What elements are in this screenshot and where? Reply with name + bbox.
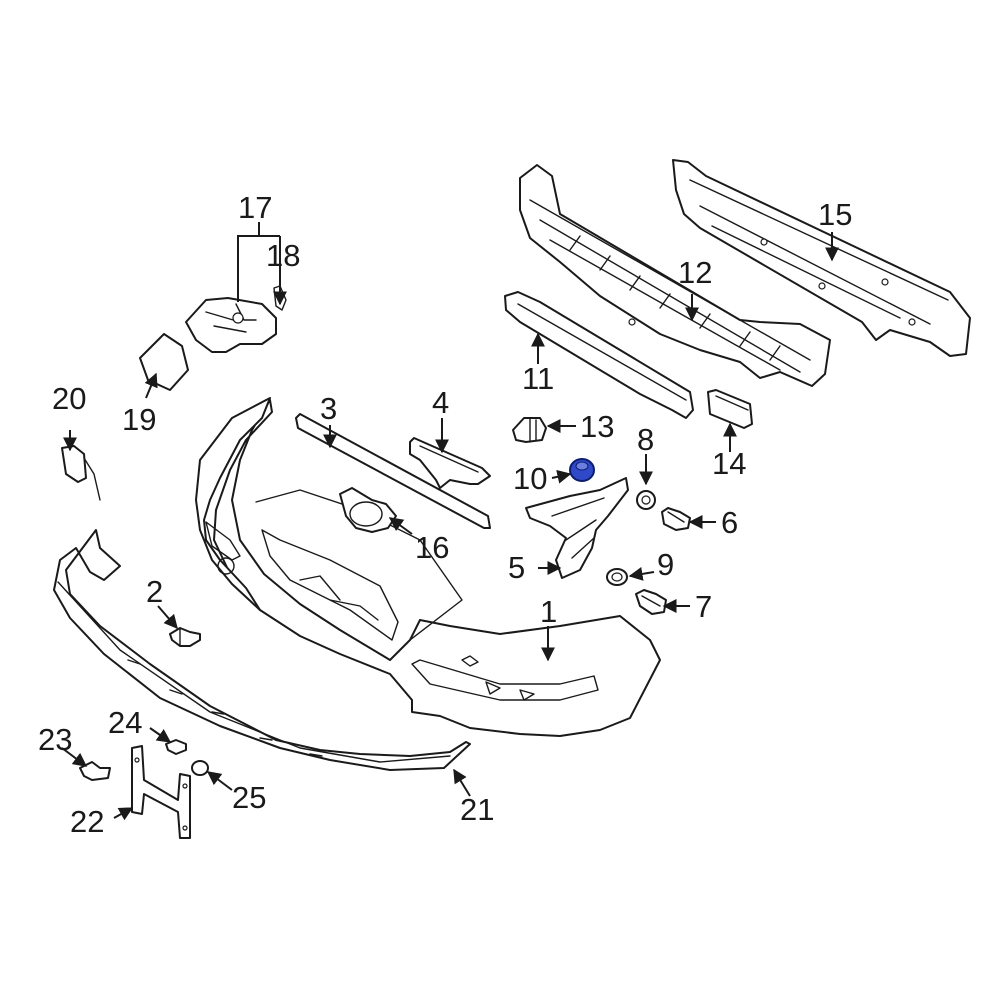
part-14-bracket[interactable]: [707, 389, 753, 429]
callout-17: 17: [238, 190, 272, 225]
callout-labels: 1 2 3 4 5 6 7 8 9 10 11 12 13 14 15 16 1…: [38, 190, 852, 839]
callout-13: 13: [580, 409, 614, 444]
part-24-bolt[interactable]: [165, 739, 187, 755]
part-22-plate-bracket[interactable]: [131, 745, 191, 839]
part-12-energy-absorber[interactable]: [519, 164, 831, 387]
part-16-fog-lamp-bezel[interactable]: [339, 487, 397, 533]
callout-24: 24: [108, 705, 142, 740]
callout-5: 5: [508, 550, 525, 585]
part-8-washer[interactable]: [636, 490, 656, 510]
callout-12: 12: [678, 255, 712, 290]
part-13-push-clip[interactable]: [512, 417, 547, 443]
callout-6: 6: [721, 505, 738, 540]
part-25-push-pin[interactable]: [191, 760, 209, 776]
callout-11: 11: [522, 361, 554, 396]
part-7-bolt[interactable]: [635, 589, 667, 615]
callout-19: 19: [122, 402, 156, 437]
callout-20: 20: [52, 381, 86, 416]
part-19-washer-cover[interactable]: [139, 333, 189, 391]
callout-8: 8: [637, 422, 654, 457]
callout-9: 9: [657, 547, 674, 582]
part-11-absorber-strip[interactable]: [504, 291, 694, 419]
part-20-side-cover[interactable]: [61, 445, 101, 501]
part-2-bolt[interactable]: [169, 627, 201, 647]
callout-2: 2: [146, 574, 163, 609]
callout-14: 14: [712, 446, 746, 481]
part-10-nut-highlighted[interactable]: [569, 458, 595, 482]
callout-3: 3: [320, 391, 337, 426]
callout-16: 16: [415, 530, 449, 565]
callout-7: 7: [695, 589, 712, 624]
part-9-washer[interactable]: [606, 568, 628, 586]
leader-lines: [61, 222, 839, 821]
callout-21: 21: [460, 792, 494, 827]
part-6-bolt[interactable]: [661, 507, 691, 531]
part-21-lower-spoiler[interactable]: [53, 529, 471, 771]
callout-18: 18: [266, 238, 300, 273]
callout-4: 4: [432, 385, 449, 420]
callout-25: 25: [232, 780, 266, 815]
callout-22: 22: [70, 804, 104, 839]
part-17-washer-assembly[interactable]: [185, 297, 277, 353]
part-23-bolt[interactable]: [79, 761, 111, 781]
part-5-side-bracket[interactable]: [525, 477, 629, 579]
callout-1: 1: [540, 594, 557, 629]
part-3-trim-strip[interactable]: [295, 413, 491, 529]
part-4-grille-bracket[interactable]: [409, 437, 491, 489]
part-15-reinforcement-beam[interactable]: [672, 159, 971, 357]
callout-10: 10: [513, 461, 547, 496]
callout-15: 15: [818, 197, 852, 232]
callout-23: 23: [38, 722, 72, 757]
